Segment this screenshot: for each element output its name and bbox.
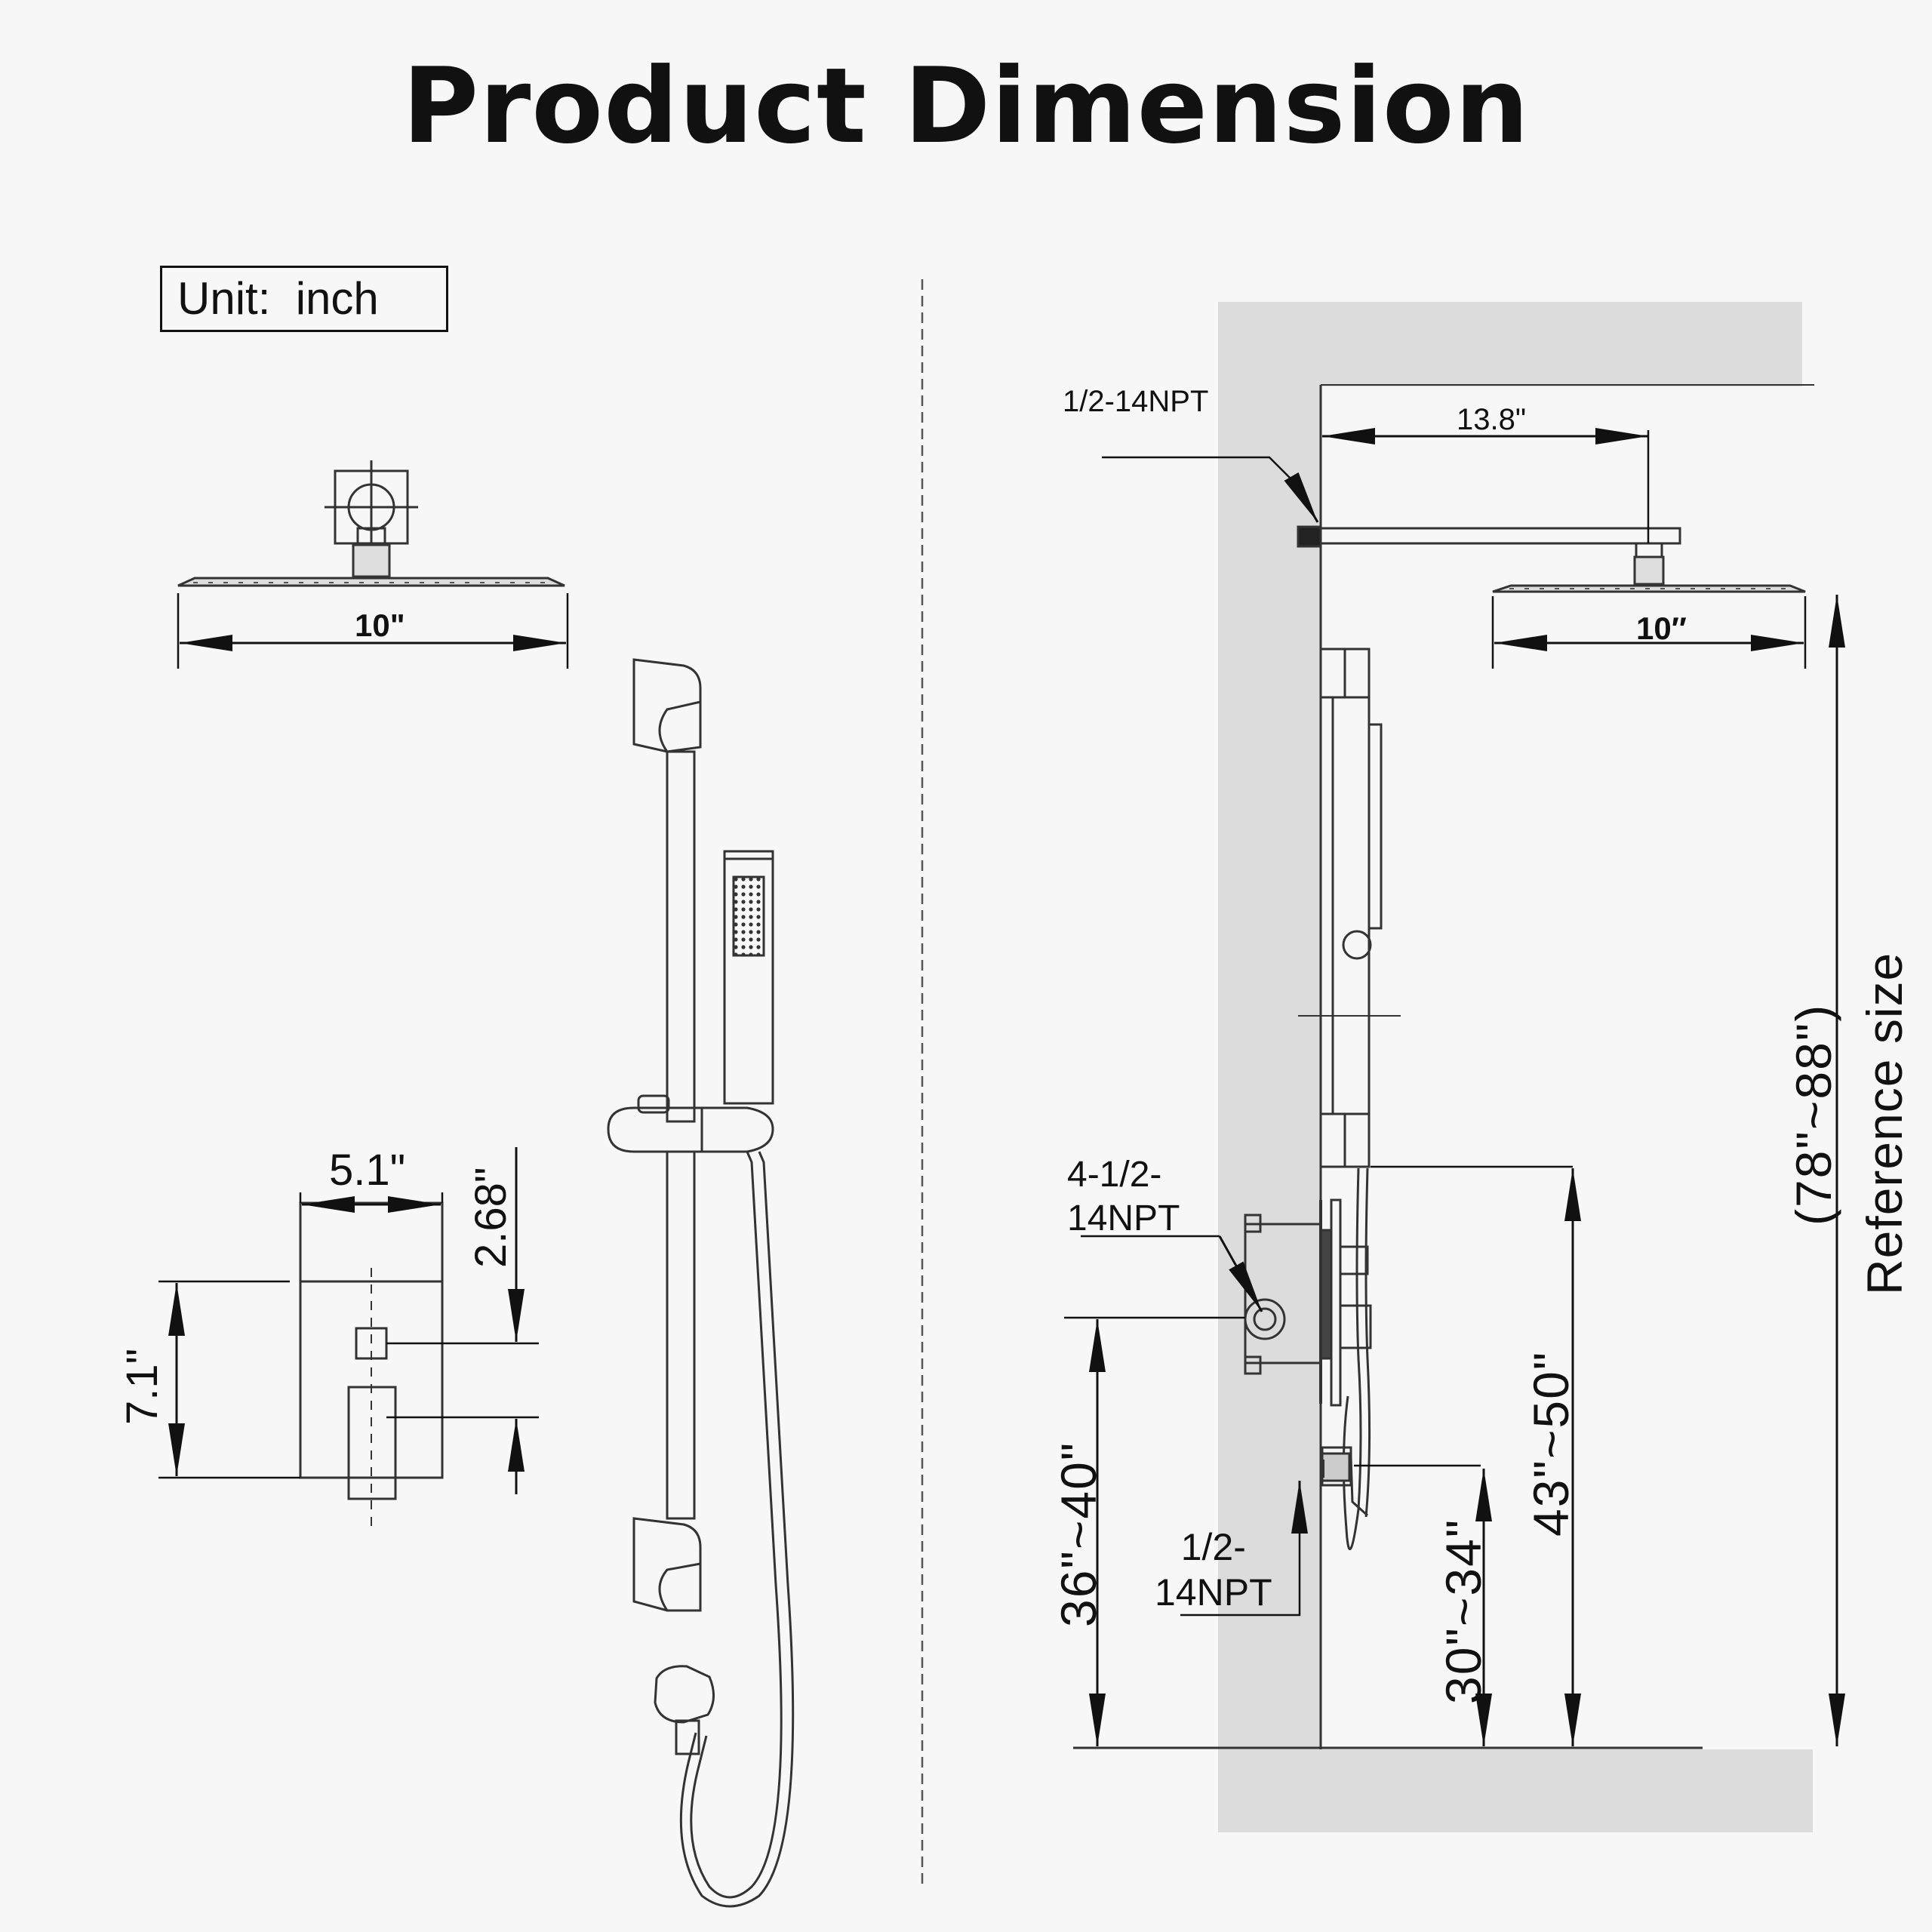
left-head-dimension <box>177 593 569 669</box>
left-valve-dimensions <box>158 1147 539 1494</box>
unit-label: Unit: inch <box>160 266 448 332</box>
wall-vertical <box>1218 302 1321 1832</box>
right-head-width-label: 10″ <box>1636 611 1687 646</box>
inlet-top-label: 1/2-14NPT <box>1063 385 1209 418</box>
valve-height-label: 36"~40" <box>1051 1441 1106 1627</box>
valve-trim-width-label: 5.1" <box>329 1146 406 1195</box>
valve-inlets-label: 4-1/2- 14NPT <box>1067 1155 1180 1238</box>
left-head-width-label: 10" <box>355 608 405 643</box>
valve-trim-height-label: 7.1" <box>118 1348 167 1425</box>
right-valve-dimensions <box>1064 595 1845 1746</box>
right-valve-box <box>1244 1198 1372 1517</box>
outlet-height-label: 30"~34" <box>1435 1518 1491 1704</box>
floor <box>1218 1749 1813 1832</box>
reference-size-label: Reference size <box>1857 952 1912 1295</box>
right-shower-arm <box>1297 507 1806 593</box>
arm-length-label: 13.8" <box>1457 403 1527 436</box>
total-height-label: (78"~88") <box>1786 1003 1841 1226</box>
bar-height-label: 43"~50" <box>1523 1350 1579 1537</box>
left-slide-bar <box>607 658 795 1908</box>
right-top-dimensions <box>1102 428 1807 669</box>
page-title: Product Dimension <box>402 45 1530 167</box>
outlet-bottom-label: 1/2- 14NPT <box>1155 1526 1272 1614</box>
left-shower-head <box>177 460 565 587</box>
right-slide-bar <box>1298 648 1401 1550</box>
valve-spacing-label: 2.68" <box>466 1167 515 1268</box>
left-valve-trim <box>299 1201 444 1532</box>
